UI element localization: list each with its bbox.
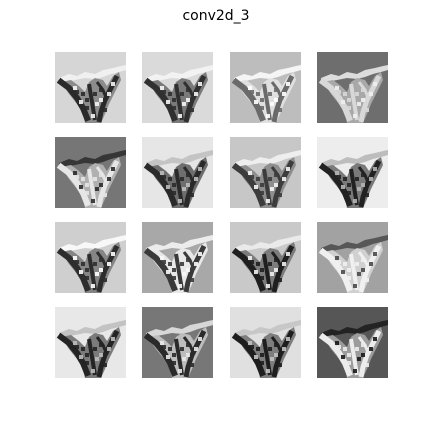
- feature-map-10: [142, 222, 213, 293]
- feature-map-1: [55, 52, 126, 123]
- feature-map-14: [142, 307, 213, 378]
- feature-map-8: [317, 137, 388, 208]
- feature-map-7: [230, 137, 301, 208]
- feature-map-13: [55, 307, 126, 378]
- feature-map-3: [230, 52, 301, 123]
- feature-map-9: [55, 222, 126, 293]
- feature-map-4: [317, 52, 388, 123]
- feature-map-2: [142, 52, 213, 123]
- feature-map-5: [55, 137, 126, 208]
- feature-map-12: [317, 222, 388, 293]
- feature-map-11: [230, 222, 301, 293]
- feature-map-16: [317, 307, 388, 378]
- feature-map-15: [230, 307, 301, 378]
- feature-map-6: [142, 137, 213, 208]
- figure-title: conv2d_3: [182, 8, 250, 24]
